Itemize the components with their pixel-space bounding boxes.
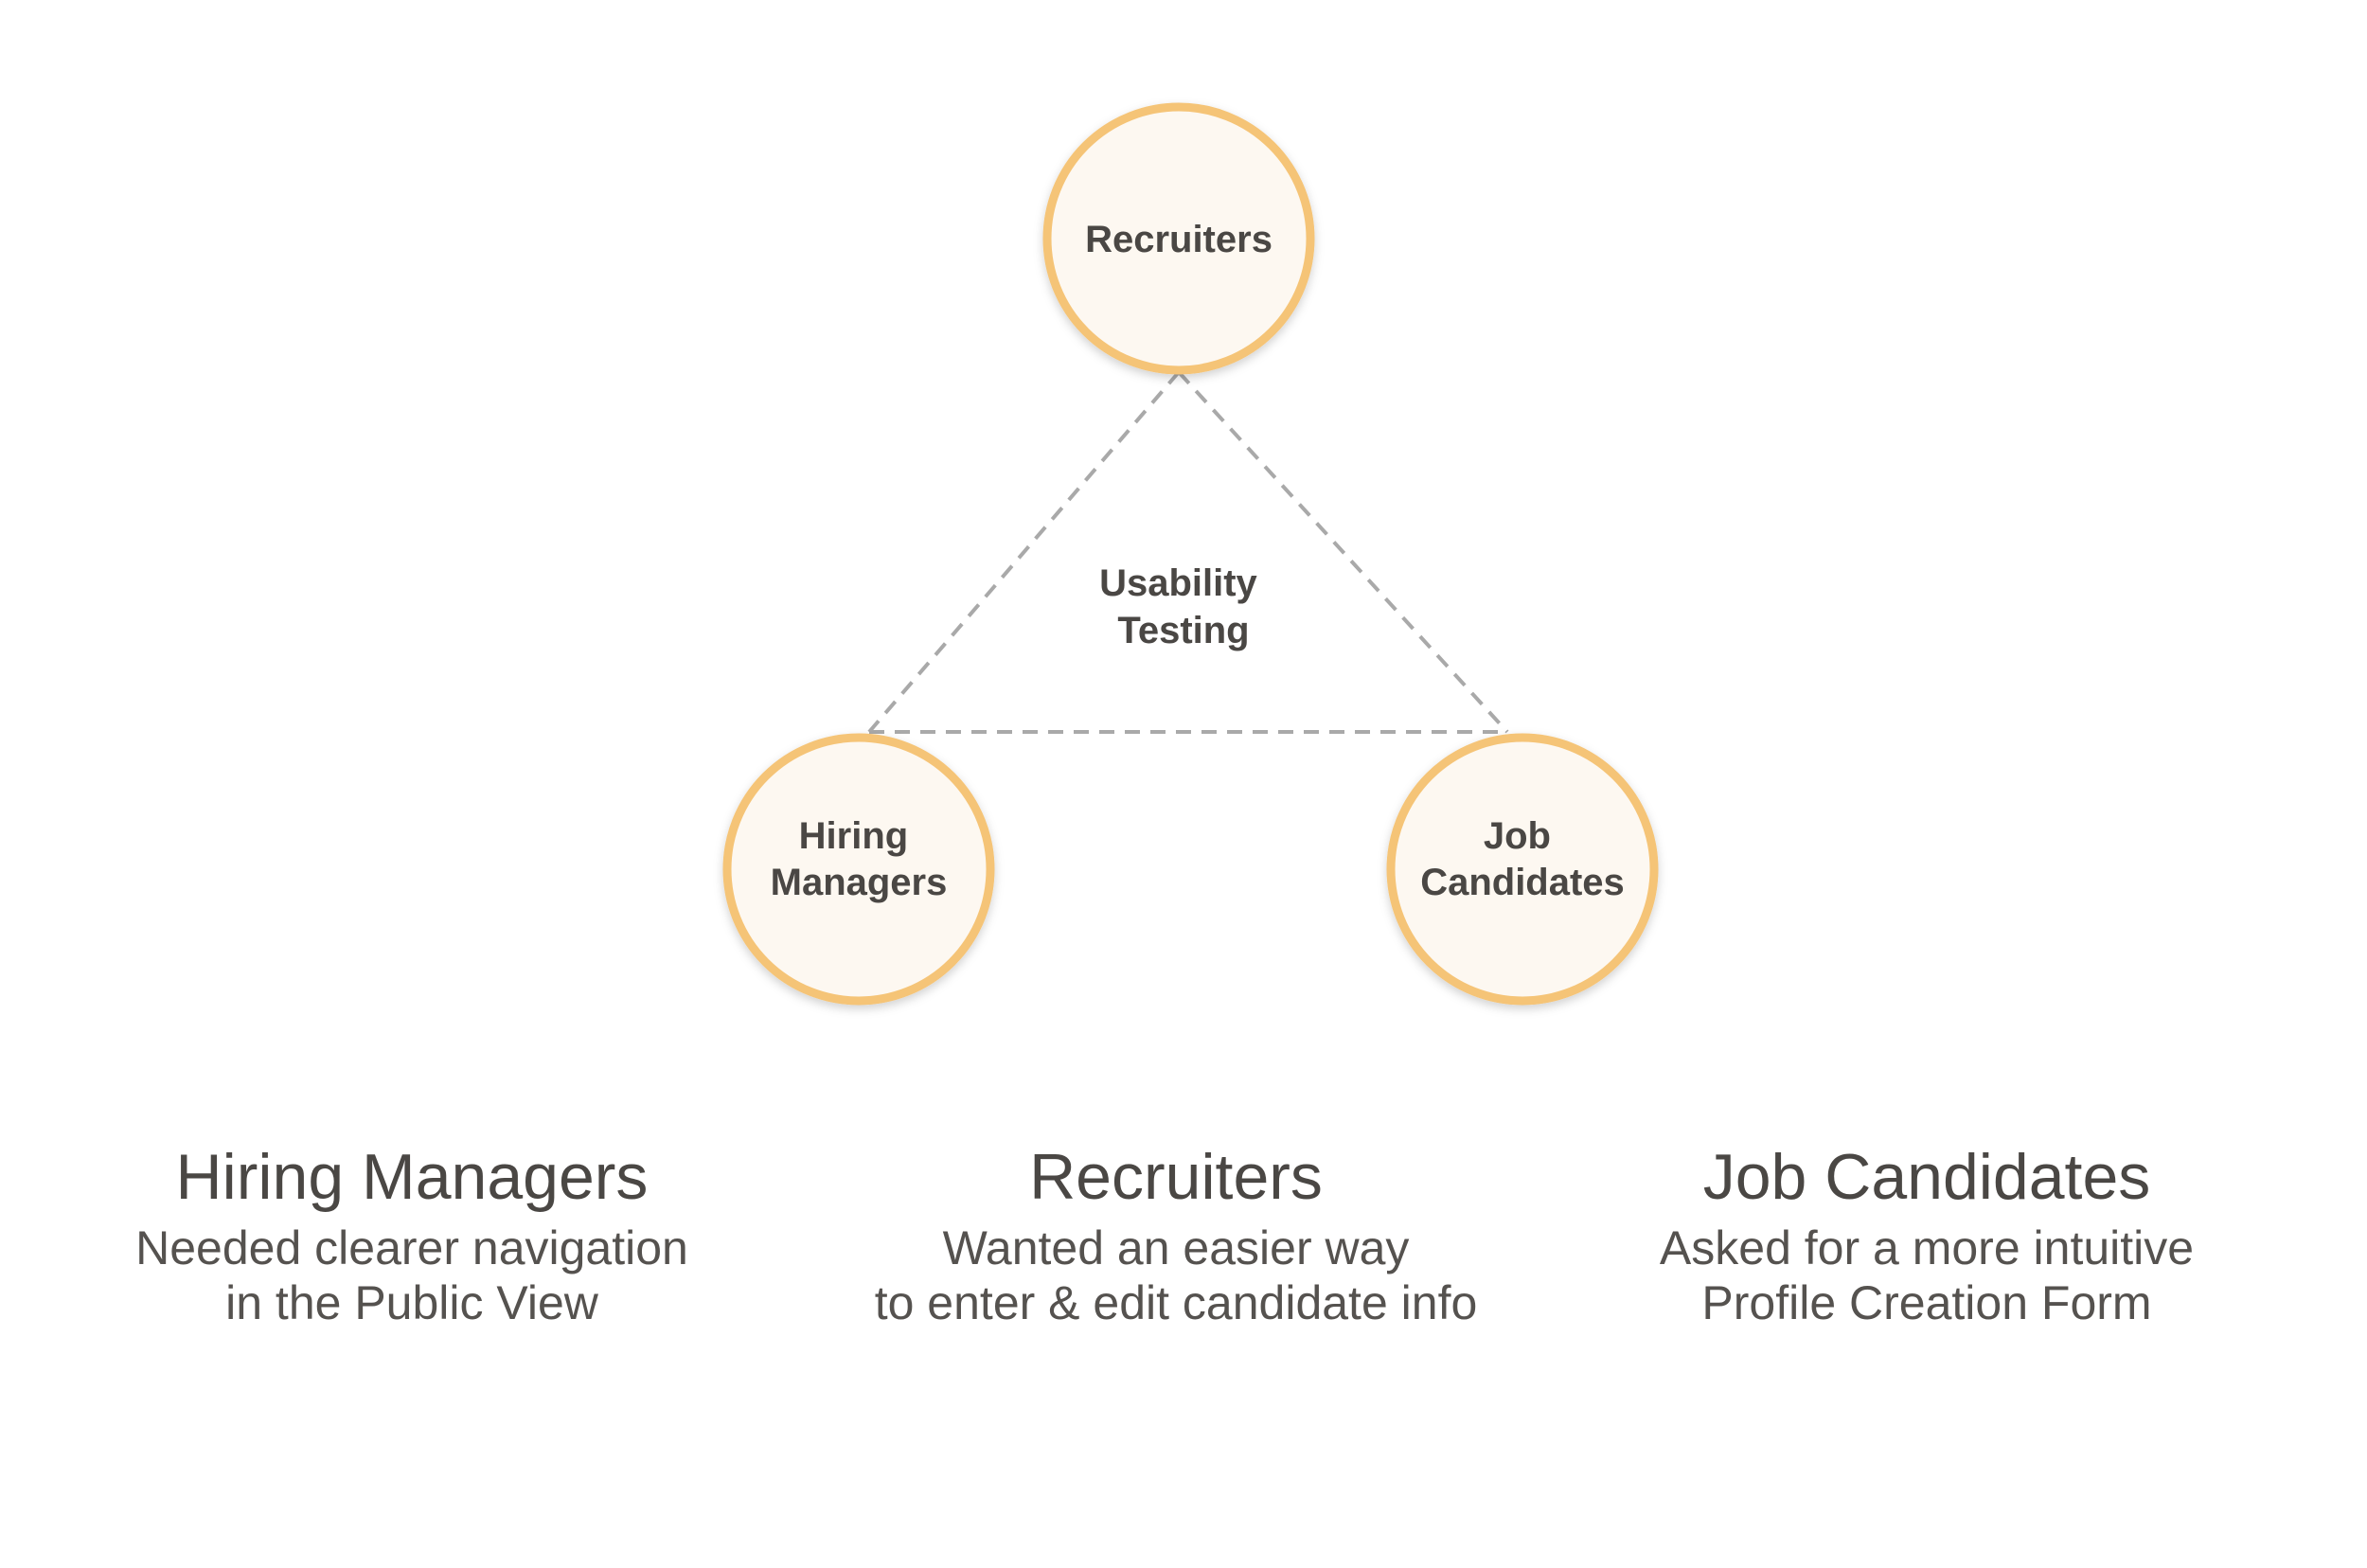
node-hiring-managers-label: Hiring Managers (771, 815, 948, 903)
center-label: Usability Testing (1099, 562, 1268, 651)
node-hiring-managers-label-line-1: Hiring (799, 815, 909, 857)
column-recruiters-description-line-1: Wanted an easier way (942, 1221, 1410, 1274)
node-hiring-managers-label-line-2: Managers (771, 862, 948, 903)
column-hiring-managers: Hiring Managers Needed clearer navigatio… (33, 1139, 791, 1330)
node-job-candidates-label: Job Candidates (1420, 815, 1625, 903)
node-job-candidates-circle (1386, 733, 1659, 1006)
column-hiring-managers-title: Hiring Managers (175, 1141, 649, 1213)
node-hiring-managers: Hiring Managers (722, 733, 995, 1006)
center-label-line-2: Testing (1117, 610, 1249, 651)
node-recruiters-circle (1042, 102, 1315, 375)
center-label-line-1: Usability (1099, 562, 1257, 604)
node-job-candidates-label-line-2: Candidates (1420, 862, 1625, 903)
connector-recruiters-job-candidates (1177, 370, 1509, 734)
column-recruiters-title: Recruiters (1029, 1141, 1323, 1213)
node-job-candidates: Job Candidates (1386, 733, 1659, 1006)
column-recruiters: Recruiters Wanted an easier way to enter… (797, 1139, 1555, 1330)
column-hiring-managers-description: Needed clearer navigation in the Public … (33, 1221, 791, 1330)
connector-recruiters-hiring-managers (867, 370, 1181, 734)
node-recruiters-label-line-1: Recruiters (1085, 219, 1272, 260)
node-hiring-managers-circle (722, 733, 995, 1006)
connector-lines (867, 370, 1509, 734)
node-job-candidates-label-line-1: Job (1484, 815, 1551, 857)
column-job-candidates: Job Candidates Asked for a more intuitiv… (1548, 1139, 2305, 1330)
column-recruiters-description-line-2: to enter & edit candidate info (874, 1276, 1478, 1329)
column-job-candidates-description-line-1: Asked for a more intuitive (1659, 1221, 2195, 1274)
node-recruiters-label: Recruiters (1085, 219, 1272, 260)
column-hiring-managers-description-line-2: in the Public View (225, 1276, 598, 1329)
column-job-candidates-title: Job Candidates (1702, 1141, 2151, 1213)
column-recruiters-description: Wanted an easier way to enter & edit can… (797, 1221, 1555, 1330)
column-job-candidates-description-line-2: Profile Creation Form (1701, 1276, 2152, 1329)
node-recruiters: Recruiters (1042, 102, 1315, 375)
column-hiring-managers-description-line-1: Needed clearer navigation (135, 1221, 688, 1274)
column-job-candidates-description: Asked for a more intuitive Profile Creat… (1548, 1221, 2305, 1330)
